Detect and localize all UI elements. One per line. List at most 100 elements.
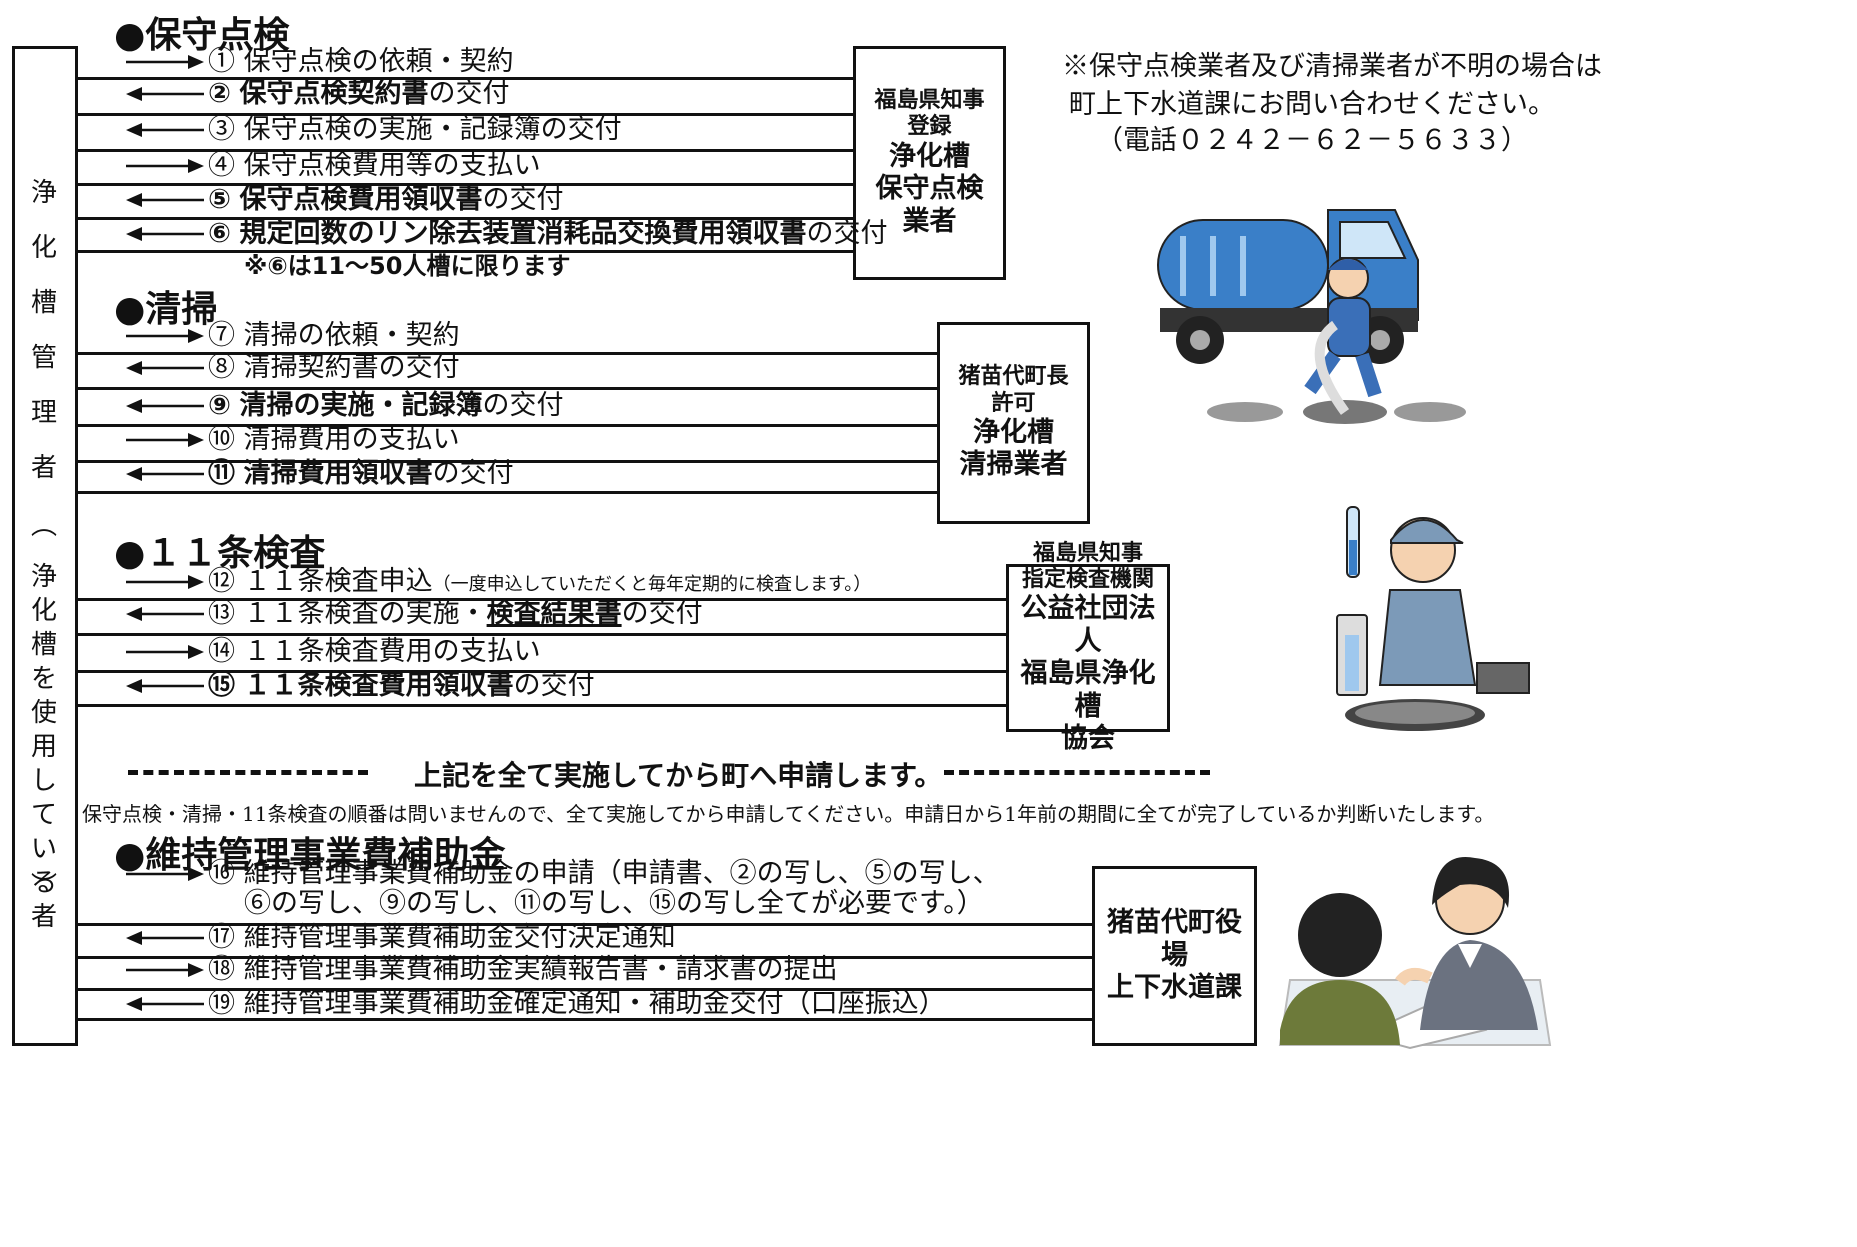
step-row: ⑥ 規定回数のリン除去装置消耗品交換費用領収書の交付	[208, 218, 887, 250]
step-number: ⑲	[208, 988, 235, 1019]
left-actor-char: ︵	[30, 511, 57, 541]
step-row: ⑭ １１条検査費用の支払い	[208, 636, 541, 668]
arrow-left-icon	[126, 679, 204, 693]
step-row: ② 保守点検契約書の交付	[208, 78, 509, 110]
arrow-right-icon	[126, 329, 204, 343]
step-text: の交付	[513, 670, 595, 701]
org-line: 登録	[907, 114, 952, 140]
counter-illustration	[1278, 856, 1552, 1050]
step-row: ⑧ 清掃契約書の交付	[208, 352, 460, 384]
step-row: ⑬ １１条検査の実施・検査結果書の交付	[208, 598, 703, 630]
step-number: ④	[208, 150, 235, 181]
step-number: ⑰	[208, 922, 235, 953]
left-actor-char: る	[30, 868, 57, 898]
step-number: ⑪	[208, 458, 235, 489]
connector-line	[78, 352, 937, 355]
left-actor-char: 理	[30, 398, 57, 428]
step-row: ⑤ 保守点検費用領収書の交付	[208, 184, 563, 216]
truck-illustration	[1157, 209, 1466, 424]
step-text: １１条検査申込	[243, 566, 433, 597]
step-row: ③ 保守点検の実施・記録簿の交付	[208, 114, 622, 146]
step-text: の交付	[432, 458, 514, 489]
org-line: 浄化槽	[973, 417, 1054, 448]
left-actor-char: 化	[30, 596, 57, 626]
contact-line-2: 町上下水道課にお問い合わせください。	[1069, 89, 1555, 120]
divider-text: 上記を全て実施してから町へ申請します。	[414, 759, 943, 792]
arrow-left-icon	[126, 931, 204, 945]
section-title-subsidy: ●維持管理事業費補助金	[114, 835, 506, 876]
step-row-continued: ⑥の写し、⑨の写し、⑪の写し、⑮の写し全てが必要です。）	[244, 888, 984, 919]
arrow-right-icon	[126, 55, 204, 69]
left-actor-char: 用	[30, 732, 57, 762]
connector-line	[78, 633, 1006, 636]
contact-line-3: （電話０２４２－６２－５６３３）	[1096, 125, 1528, 156]
step-number: ⑨	[208, 390, 231, 421]
step-row: ① 保守点検の依頼・契約	[208, 46, 514, 78]
connector-line	[78, 1018, 1092, 1021]
manhole-icon	[1394, 402, 1466, 422]
arrow-right-icon	[126, 867, 204, 881]
step-number: ⑦	[208, 320, 235, 351]
org-line: 協会	[1061, 722, 1115, 754]
inspector-illustration	[1336, 506, 1530, 731]
step-number: ⑮	[208, 670, 235, 701]
connector-line	[78, 670, 1006, 673]
step-bold-text: 清掃費用領収書	[243, 458, 433, 489]
step-text: 保守点検の依頼・契約	[243, 46, 514, 77]
org-box-maintenance: 福島県知事 登録 浄化槽 保守点検 業者	[853, 46, 1006, 280]
divider-right	[944, 770, 1210, 775]
step-row: ⑰ 維持管理事業費補助金交付決定通知	[208, 922, 676, 954]
step-number: ⑩	[208, 424, 235, 455]
step-row: ⑮ １１条検査費用領収書の交付	[208, 670, 595, 702]
step-text: 清掃契約書の交付	[243, 352, 460, 383]
org-line: 上下水道課	[1107, 972, 1242, 1004]
step-text: の交付	[621, 598, 703, 629]
step-row: ⑲ 維持管理事業費補助金確定通知・補助金交付（口座振込）	[208, 988, 946, 1020]
connector-line	[78, 149, 853, 152]
step-text: 清掃の依頼・契約	[243, 320, 460, 351]
org-line: 指定検査機関	[1021, 567, 1154, 593]
step-bold-text: 保守点検契約書	[239, 78, 429, 109]
left-actor-char: 者	[30, 902, 57, 932]
step-number: ⑥	[208, 218, 231, 249]
connector-line	[78, 923, 1092, 926]
org-line: 福島県浄化槽	[1020, 658, 1156, 722]
arrow-left-icon	[126, 193, 204, 207]
org-line: 猪苗代町役場	[1107, 907, 1242, 971]
org-line: 業者	[902, 205, 957, 237]
step-row: ④ 保守点検費用等の支払い	[208, 150, 541, 182]
maintenance-note: ※⑥は11～50人槽に限ります	[244, 252, 571, 280]
connector-line	[78, 113, 853, 116]
step-text: 維持管理事業費補助金確定通知・補助金交付（口座振込）	[243, 988, 946, 1019]
left-actor-char: 管	[30, 343, 57, 373]
left-actor-char: を	[30, 664, 57, 694]
arrow-left-icon	[126, 607, 204, 621]
org-line: 浄化槽	[889, 140, 970, 172]
manhole-icon	[1207, 402, 1283, 422]
connector-line	[78, 387, 937, 390]
connector-line	[78, 704, 1006, 707]
left-actor-box	[12, 46, 78, 1046]
order-note: 保守点検・清掃・11条検査の順番は問いませんので、全て実施してから申請してくださ…	[82, 802, 1495, 826]
step-row: ⑨ 清掃の実施・記録簿の交付	[208, 390, 563, 422]
step-text: の交付	[428, 78, 510, 109]
step-row: ⑫ １１条検査申込（一度申込していただくと毎年定期的に検査します。）	[208, 566, 871, 601]
contact-line-1: ※保守点検業者及び清掃業者が不明の場合は	[1062, 51, 1602, 82]
step-row: ⑦ 清掃の依頼・契約	[208, 320, 460, 352]
step-bold-text: １１条検査費用領収書	[243, 670, 514, 701]
step-row: ⑪ 清掃費用領収書の交付	[208, 458, 514, 490]
org-box-inspection: 福島県知事 指定検査機関 公益社団法人 福島県浄化槽 協会	[1006, 541, 1170, 754]
connector-line	[78, 217, 853, 220]
arrow-left-icon	[126, 997, 204, 1011]
left-actor-char: い	[30, 834, 57, 864]
step-number: ③	[208, 114, 235, 145]
arrow-right-icon	[126, 159, 204, 173]
org-line: 福島県知事	[1032, 540, 1143, 566]
left-actor-char: て	[30, 800, 57, 830]
step-row: ⑯ 維持管理事業費補助金の申請（申請書、②の写し、⑤の写し、	[208, 858, 1000, 890]
left-actor-char: し	[30, 766, 57, 796]
step-number: ⑭	[208, 636, 235, 667]
arrow-right-icon	[126, 645, 204, 659]
step-number: ⑬	[208, 598, 235, 629]
left-actor-char: ︶	[30, 872, 57, 902]
